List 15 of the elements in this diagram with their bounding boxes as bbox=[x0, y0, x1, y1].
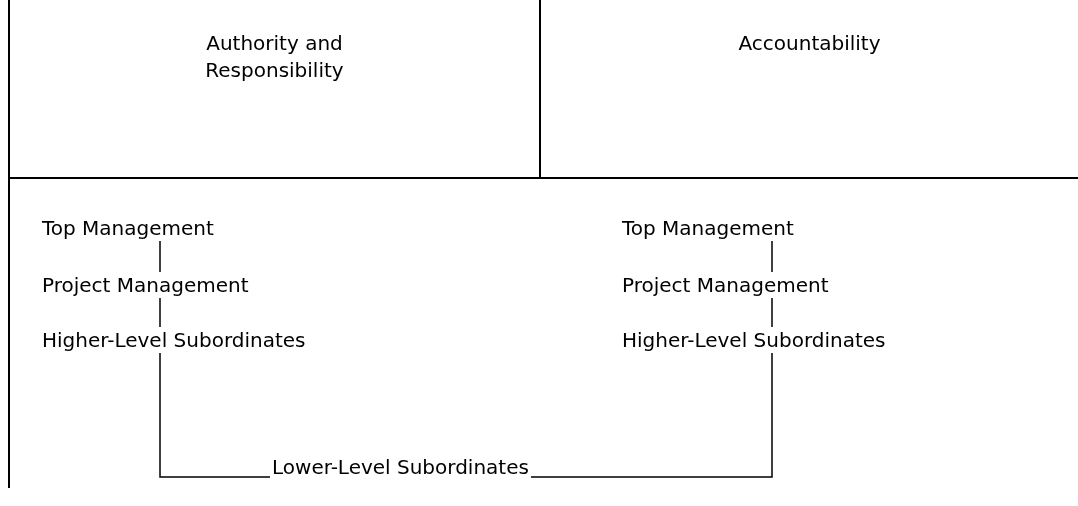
hierarchy-level: Project Management bbox=[622, 273, 829, 297]
connector-line bbox=[159, 240, 161, 273]
hierarchy-level: Lower-Level Subordinates bbox=[272, 455, 529, 479]
hierarchy-level: Top Management bbox=[42, 216, 214, 240]
connector-line bbox=[530, 352, 773, 478]
column-header: Accountability bbox=[659, 30, 960, 57]
hierarchy-level: Top Management bbox=[622, 216, 794, 240]
hierarchy-level: Higher-Level Subordinates bbox=[622, 328, 886, 352]
connector-line bbox=[771, 297, 773, 328]
column-header: Authority and Responsibility bbox=[164, 30, 385, 84]
hierarchy-level: Higher-Level Subordinates bbox=[42, 328, 306, 352]
connector-line bbox=[159, 297, 161, 328]
connector-line bbox=[159, 352, 271, 478]
hierarchy-level: Project Management bbox=[42, 273, 249, 297]
connector-line bbox=[771, 240, 773, 273]
